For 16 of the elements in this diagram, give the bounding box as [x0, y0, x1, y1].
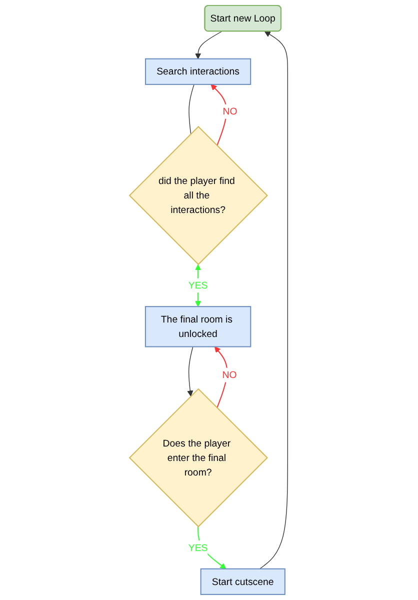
- edge-label: NO: [222, 369, 238, 380]
- node-box: Search interactions: [145, 58, 252, 85]
- arrow: [188, 346, 194, 396]
- connector: [189, 84, 195, 134]
- arrow: [260, 31, 288, 570]
- edge-label: YES: [188, 280, 208, 291]
- edge-label: NO: [223, 106, 238, 117]
- node-diamond: did the player find all the interactions?: [129, 126, 268, 266]
- arrow: [214, 346, 228, 408]
- node-box: Start cutscene: [200, 568, 286, 595]
- arrow: [198, 526, 227, 570]
- edge-label: YES: [188, 542, 208, 553]
- arrow: [195, 31, 222, 60]
- arrow: [211, 84, 228, 146]
- node-diamond: Does the player enter the final room?: [129, 388, 268, 528]
- node-box: The final room is unlocked: [145, 306, 252, 348]
